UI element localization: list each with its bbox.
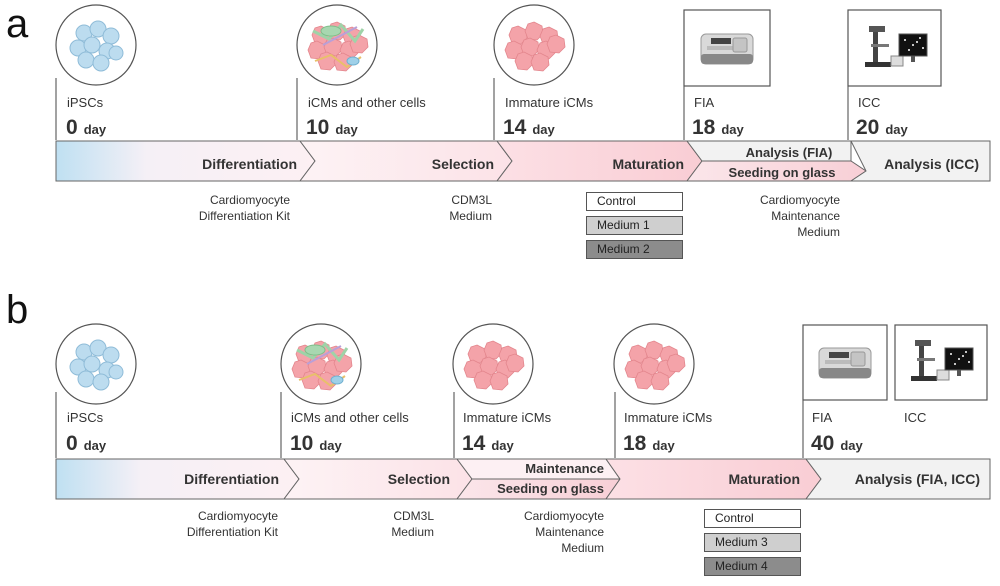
microscope-icon xyxy=(847,9,942,87)
fluorescence-analyzer-icon xyxy=(683,9,771,87)
phase-label: Analysis (ICC) xyxy=(884,156,979,172)
stage-label: ICC xyxy=(904,410,927,425)
phase-label: Selection xyxy=(432,156,494,172)
phase-label: Analysis (FIA) xyxy=(746,145,833,160)
medium-option-2: Medium 2 xyxy=(586,240,683,259)
medium-note: CDM3L Medium xyxy=(449,193,492,223)
panel-a xyxy=(55,4,991,182)
stage-label: FIA xyxy=(812,410,833,425)
panel-letter-a: a xyxy=(6,2,29,46)
stage-label: iPSCs xyxy=(67,95,104,110)
medium-note: Cardiomyocyte Differentiation Kit xyxy=(198,193,290,223)
mixed-cells-icon xyxy=(296,4,378,86)
cardiomyocyte-sheet-icon xyxy=(452,323,534,405)
ipsc-cluster-icon xyxy=(55,323,137,405)
stage-label: FIA xyxy=(694,95,715,110)
medium-option-control: Control xyxy=(704,509,801,528)
phase-label: Differentiation xyxy=(184,471,279,487)
phase-arrow-analysis-icc xyxy=(849,140,991,182)
phase-label: Seeding on glass xyxy=(497,481,604,496)
phase-arrow-analysis xyxy=(805,458,991,500)
phase-label: Maturation xyxy=(728,471,800,487)
phase-label: Seeding on glass xyxy=(729,165,836,180)
cardiomyocyte-sheet-icon xyxy=(493,4,575,86)
medium-note: Cardiomyocyte Maintenance Medium xyxy=(523,509,604,555)
stage-label: iCMs and other cells xyxy=(291,410,409,425)
medium-note: CDM3L Medium xyxy=(391,509,434,539)
medium-note: Cardiomyocyte Maintenance Medium xyxy=(759,193,840,239)
medium-option-control: Control xyxy=(586,192,683,211)
phase-label: Maintenance xyxy=(525,461,604,476)
medium-option-3: Medium 3 xyxy=(704,533,801,552)
mixed-cells-icon xyxy=(280,323,362,405)
cardiomyocyte-sheet-icon xyxy=(613,323,695,405)
ipsc-cluster-icon xyxy=(55,4,137,86)
phase-label: Maturation xyxy=(612,156,684,172)
medium-option-1: Medium 1 xyxy=(586,216,683,235)
stage-label: iPSCs xyxy=(67,410,104,425)
microscope-icon xyxy=(894,324,988,401)
stage-label: Immature iCMs xyxy=(624,410,713,425)
stage-label: ICC xyxy=(858,95,881,110)
stage-label: Immature iCMs xyxy=(463,410,552,425)
medium-option-4: Medium 4 xyxy=(704,557,801,576)
phase-label: Differentiation xyxy=(202,156,297,172)
stage-label: iCMs and other cells xyxy=(308,95,426,110)
panel-b xyxy=(55,323,991,500)
phase-labels: Differentiation Selection Maturation Ana… xyxy=(184,145,980,496)
stage-label: Immature iCMs xyxy=(505,95,594,110)
phase-label: Analysis (FIA, ICC) xyxy=(855,471,980,487)
phase-label: Selection xyxy=(388,471,450,487)
medium-note: Cardiomyocyte Differentiation Kit xyxy=(186,509,278,539)
fluorescence-analyzer-icon xyxy=(802,324,888,401)
panel-letter-b: b xyxy=(6,288,29,332)
